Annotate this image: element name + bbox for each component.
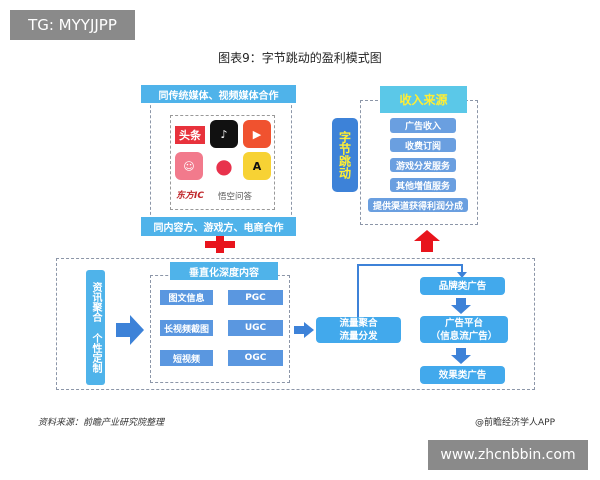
down-arrow-icon	[451, 348, 471, 364]
source-note: 资料来源：前瞻产业研究院整理	[38, 418, 165, 428]
content-type: 图文信息	[160, 290, 213, 305]
content-cooperation-footer: 同内容方、游戏方、电商合作	[141, 217, 296, 236]
revenue-item: 提供渠道获得利润分成	[368, 198, 468, 212]
right-arrow-icon	[116, 315, 144, 345]
page-title: 图表9：字节跳动的盈利模式图	[218, 51, 382, 65]
watermark-top: TG: MYYJJPP	[10, 10, 135, 40]
douyin-logo: ♪	[210, 120, 238, 148]
logos-box	[170, 115, 275, 210]
revenue-item: 其他增值服务	[390, 178, 456, 192]
right-arrow-icon	[294, 322, 314, 338]
plus-icon-vertical	[216, 236, 224, 253]
revenue-header: 收入来源	[380, 86, 467, 113]
dongfang-ic-logo: 东方IC	[176, 191, 204, 201]
yingshi-logo: A	[243, 152, 271, 180]
revenue-item: 收费订阅	[390, 138, 456, 152]
down-arrow-icon	[451, 298, 471, 314]
credit: @前瞻经济学人APP	[475, 418, 556, 428]
revenue-item: 游戏分发服务	[390, 158, 456, 172]
watermark-bottom: www.zhcnbbin.com	[428, 440, 588, 470]
connector-line	[357, 264, 467, 317]
content-source: OGC	[228, 350, 283, 366]
ad-platform-box: 广告平台 （信息流广告）	[420, 316, 508, 343]
brand-ads-box: 品牌类广告	[420, 277, 505, 295]
effect-ads-box: 效果类广告	[420, 366, 505, 384]
pipixia-logo: ☺	[175, 152, 203, 180]
content-source: PGC	[228, 290, 283, 305]
content-header: 垂直化深度内容	[170, 262, 278, 280]
company-label: 字节跳动	[332, 118, 358, 192]
content-type: 长视频截图	[160, 320, 213, 336]
up-arrow-icon	[414, 230, 440, 252]
content-source: UGC	[228, 320, 283, 336]
side-label: 资讯聚合 个性定制	[86, 270, 105, 385]
traffic-box: 流量聚合 流量分发	[316, 317, 401, 343]
revenue-item: 广告收入	[390, 118, 456, 133]
xigua-logo: ●	[210, 152, 238, 180]
content-type: 短视频	[160, 350, 213, 366]
business-box	[56, 258, 535, 390]
huoshan-logo: ▶	[243, 120, 271, 148]
toutiao-logo: 头条	[175, 126, 205, 144]
wukong-wenda-logo: 悟空问答	[218, 192, 253, 202]
media-cooperation-header: 同传统媒体、视频媒体合作	[141, 85, 296, 103]
